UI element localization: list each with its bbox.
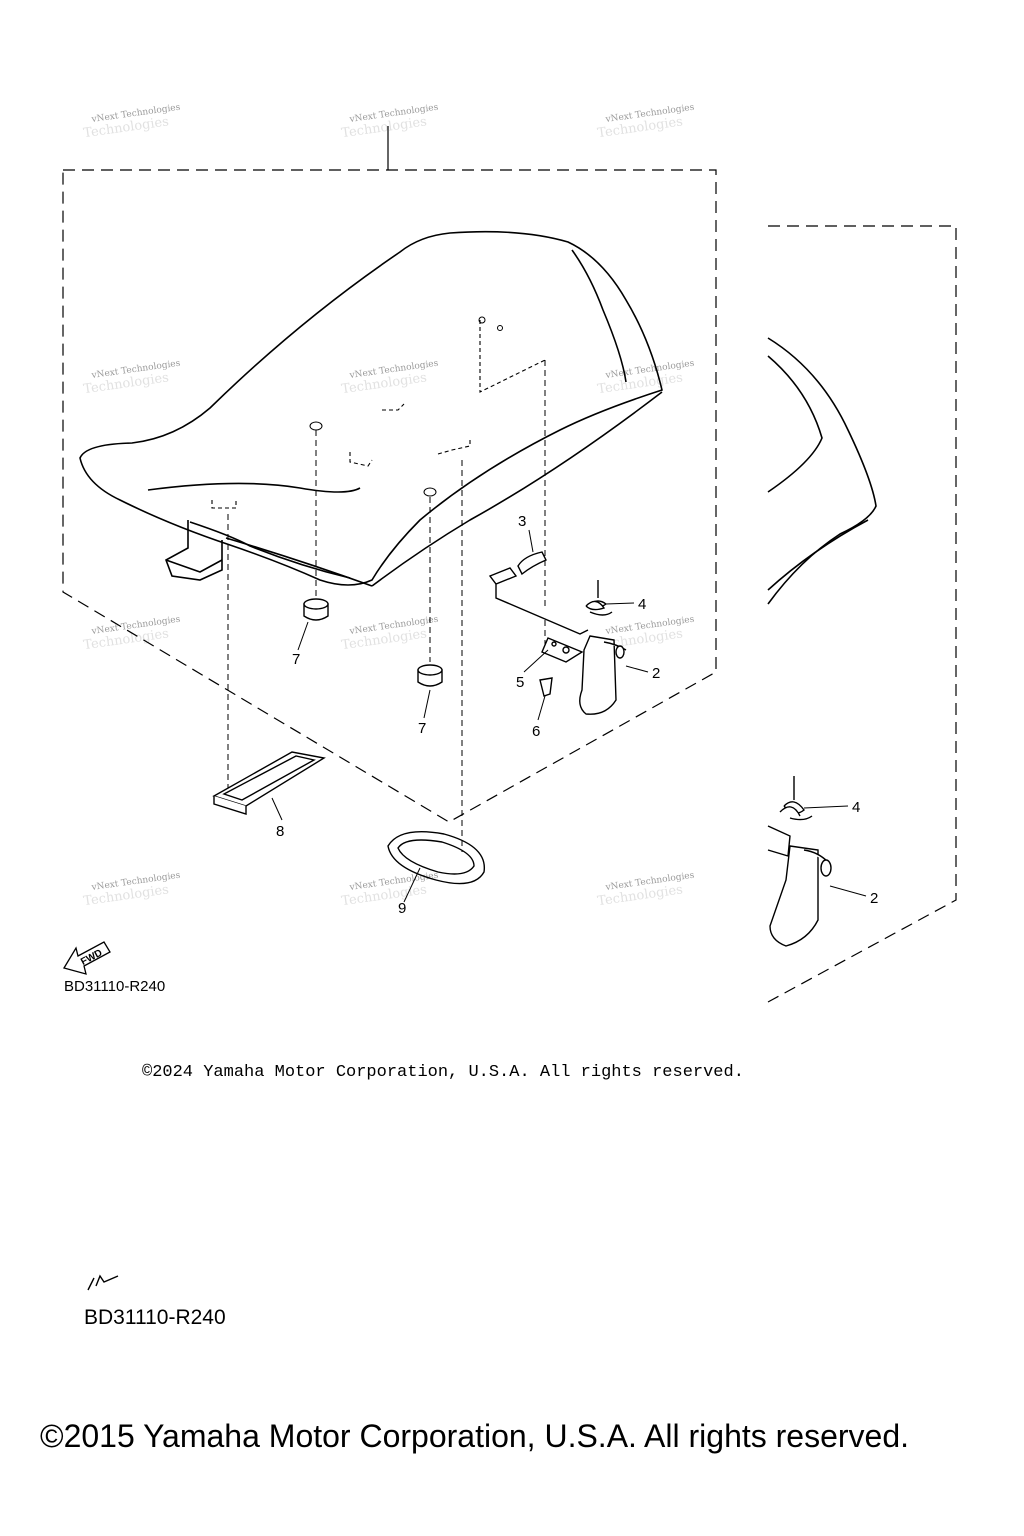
- callout-5: 5: [516, 674, 524, 691]
- detail-callout-labels: 4 2: [852, 799, 878, 907]
- callout-8: 8: [276, 823, 284, 840]
- callout-9: 9: [398, 900, 406, 917]
- drawing-reference-code-repeat: BD31110-R240: [84, 1306, 226, 1329]
- seat-assembly: [79, 230, 663, 587]
- callout-7-right: 7: [418, 720, 426, 737]
- watermark: vNext Technologies Technologies: [597, 871, 696, 910]
- leader-lines: [227, 360, 546, 852]
- svg-text:FWD: FWD: [79, 948, 104, 968]
- damper-part-7-right: [417, 664, 443, 687]
- callout-labels: 3 4 5 6 2 7 7 8 9: [276, 513, 660, 917]
- damper-part-7-left: [303, 598, 329, 621]
- watermark: vNext Technologies Technologies: [341, 103, 440, 142]
- seat-lock-assembly: [488, 551, 627, 715]
- watermarks: vNext Technologies Technologies vNext Te…: [83, 103, 696, 910]
- copyright-2024: ©2024 Yamaha Motor Corporation, U.S.A. A…: [142, 1063, 744, 1082]
- band-part-9: [387, 831, 485, 885]
- callout-6: 6: [532, 723, 540, 740]
- fwd-arrow-icon: FWD: [63, 941, 111, 975]
- callout-4: 4: [638, 596, 646, 613]
- watermark: vNext Technologies Technologies: [597, 103, 696, 142]
- detail-callout-leaders: [803, 805, 867, 897]
- strap-part-8: [212, 751, 326, 815]
- detail-seat-tail: [767, 337, 877, 605]
- callout-3: 3: [518, 513, 526, 530]
- watermark: vNext Technologies Technologies: [83, 359, 182, 398]
- assembly-boundary: [62, 169, 717, 823]
- callout-leaders: [271, 529, 649, 903]
- detail-callout-2: 2: [870, 890, 878, 907]
- drawing-reference-code: BD31110-R240: [64, 978, 166, 995]
- watermark: vNext Technologies Technologies: [597, 359, 696, 398]
- watermark: vNext Technologies Technologies: [341, 615, 440, 654]
- fwd-arrow-icon-partial: [87, 1274, 119, 1291]
- watermark: vNext Technologies Technologies: [83, 103, 182, 142]
- watermark: vNext Technologies Technologies: [341, 359, 440, 398]
- detail-callout-4: 4: [852, 799, 860, 816]
- watermark: vNext Technologies Technologies: [83, 871, 182, 910]
- detail-lock-parts: [767, 776, 832, 947]
- callout-2: 2: [652, 665, 660, 682]
- callout-7-left: 7: [292, 651, 300, 668]
- copyright-2015: ©2015 Yamaha Motor Corporation, U.S.A. A…: [40, 1418, 910, 1454]
- detail-panel-boundary: [767, 225, 957, 1003]
